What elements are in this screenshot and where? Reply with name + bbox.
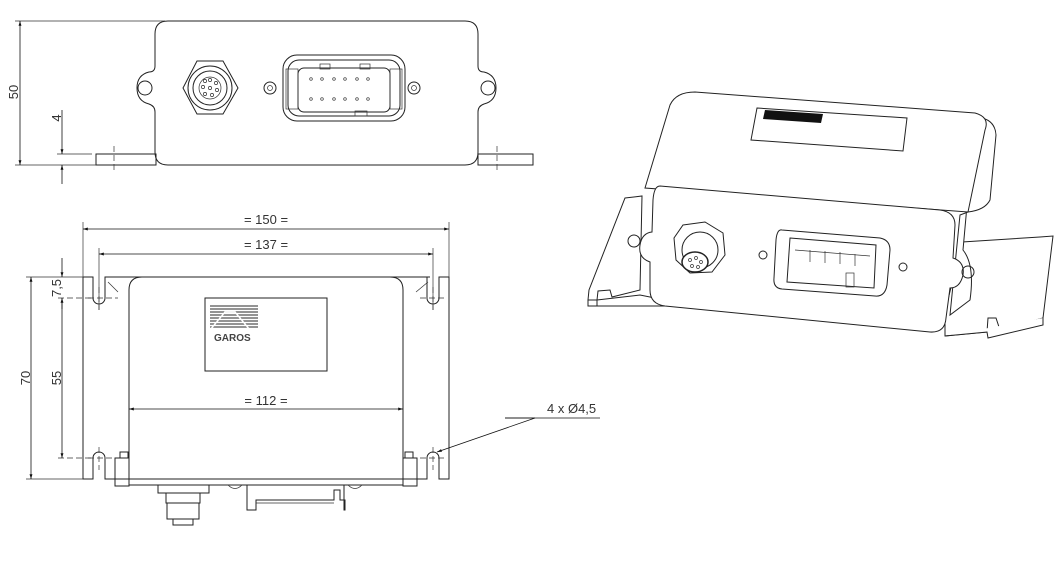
dim-label-overall-width: = 150 =: [244, 212, 288, 227]
isometric-view: [587, 91, 1054, 339]
iso-rect-connector: [773, 229, 891, 297]
dim-label-height: 50: [6, 85, 21, 99]
foot-left: [114, 457, 130, 487]
front-view: 50 4: [6, 20, 534, 184]
foot-right: [402, 457, 418, 487]
ear-hole-left: [137, 80, 153, 96]
ear-hole-right: [480, 80, 496, 96]
screw-left: [263, 81, 277, 95]
dim-label-hole-spacing: = 137 =: [244, 237, 288, 252]
hole-callout: 4 x Ø4,5: [547, 401, 596, 416]
mounting-plate: [82, 276, 450, 480]
housing-body: [128, 276, 404, 486]
svg-text:GAROS: GAROS: [214, 333, 251, 344]
iso-front-panel: [639, 185, 964, 333]
rect-connector: [282, 54, 406, 122]
dim-label-body-width: = 112 =: [244, 393, 287, 408]
product-label: [204, 297, 328, 372]
left-flange: [95, 153, 157, 166]
front-panel: [136, 20, 497, 166]
iso-top-face: [644, 91, 987, 213]
iso-label: [750, 107, 908, 152]
round-connector: [182, 60, 239, 115]
iso-round-connector: [673, 221, 726, 274]
iso-left-flange: [587, 195, 643, 301]
iso-right-flange: [944, 235, 1054, 337]
dim-label-hole-offset: 7,5: [49, 279, 64, 297]
dim-label-overall-depth: 70: [18, 371, 33, 385]
bottom-connectors: [157, 484, 363, 526]
iso-logo: [763, 110, 823, 123]
screw-right: [407, 81, 421, 95]
dim-label-hole-pitch: 55: [49, 371, 64, 385]
right-flange: [477, 153, 534, 166]
bottom-view: GAROS = 150 = = 137 = = 112 = 70: [18, 212, 600, 526]
dim-label-flange: 4: [49, 114, 64, 121]
garos-logo: GAROS: [209, 305, 258, 344]
